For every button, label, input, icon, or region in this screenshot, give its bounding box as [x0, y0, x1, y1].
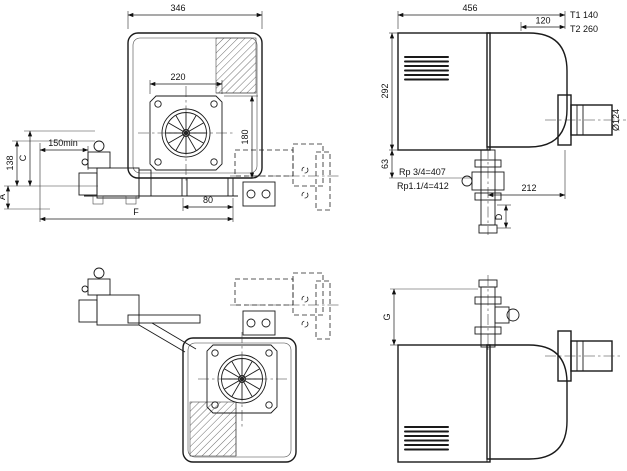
bolt-icon [265, 349, 273, 357]
burner-housing-inner [132, 37, 258, 174]
burner-head-dashed [230, 272, 340, 340]
vent-louvers [404, 56, 449, 81]
bolt-icon [154, 158, 162, 166]
burner-body-side [397, 344, 491, 463]
burner-housing [127, 32, 263, 179]
dim-150min-label: 150min [48, 138, 78, 148]
vent-louvers [404, 426, 449, 451]
gas-connection [461, 148, 505, 235]
bolt-icon [211, 401, 219, 409]
gas-valve-train [78, 267, 201, 353]
dim-80-label: 80 [203, 195, 213, 205]
dim-T2-label: T2 260 [570, 24, 598, 34]
fan-scroll [486, 344, 568, 460]
dim-63-label: 63 [380, 159, 390, 169]
dim-T1-label: T1 140 [570, 10, 598, 20]
air-intake-hatch [215, 37, 257, 94]
bolt-icon [210, 100, 218, 108]
dim-138-label: 138 [5, 155, 15, 170]
fan-mount-plate [206, 344, 278, 414]
dim-346-label: 346 [170, 3, 185, 13]
view-side-top: Ø124 456 120 T1 140 T2 260 292 63 Rp 3/4… [380, 3, 626, 235]
air-intake-hatch [189, 401, 237, 457]
dim-F-label: F [133, 207, 139, 217]
valve-knob-icon [93, 267, 105, 279]
dim-220-label: 220 [170, 72, 185, 82]
dim-tube-diameter-label: Ø124 [611, 109, 621, 131]
gas-valve-train [78, 140, 238, 205]
dim-C-label: C [18, 154, 28, 161]
burner-head-dashed [230, 143, 340, 211]
valve-knob-icon [93, 140, 105, 152]
rp-thread-label-2: Rp1.1/4=412 [397, 181, 449, 191]
bolt-icon [211, 349, 219, 357]
view-front-top: 346 220 180 150min 138 C A 80 F [0, 3, 340, 222]
rp-thread-label-1: Rp 3/4=407 [399, 167, 446, 177]
dim-292-label: 292 [380, 83, 390, 98]
view-side-bottom: G [382, 275, 620, 463]
dim-120-label: 120 [535, 16, 550, 26]
dim-G-label: G [382, 313, 392, 320]
dim-A-label: A [0, 194, 7, 200]
bolt-icon [265, 401, 273, 409]
valve-knob-icon [506, 308, 520, 322]
dim-180-label: 180 [240, 129, 250, 144]
fan-scroll [486, 32, 568, 148]
burner-body-side [397, 32, 491, 151]
fan-mount-plate [149, 95, 223, 171]
dim-D-label: D [494, 213, 504, 220]
valve-knob-icon [461, 175, 473, 187]
dim-456-label: 456 [462, 3, 477, 13]
burner-housing [182, 337, 297, 463]
gas-connection [474, 275, 520, 352]
view-front-bottom [78, 267, 340, 463]
bolt-icon [210, 158, 218, 166]
dim-212-label: 212 [521, 183, 536, 193]
bolt-icon [154, 100, 162, 108]
